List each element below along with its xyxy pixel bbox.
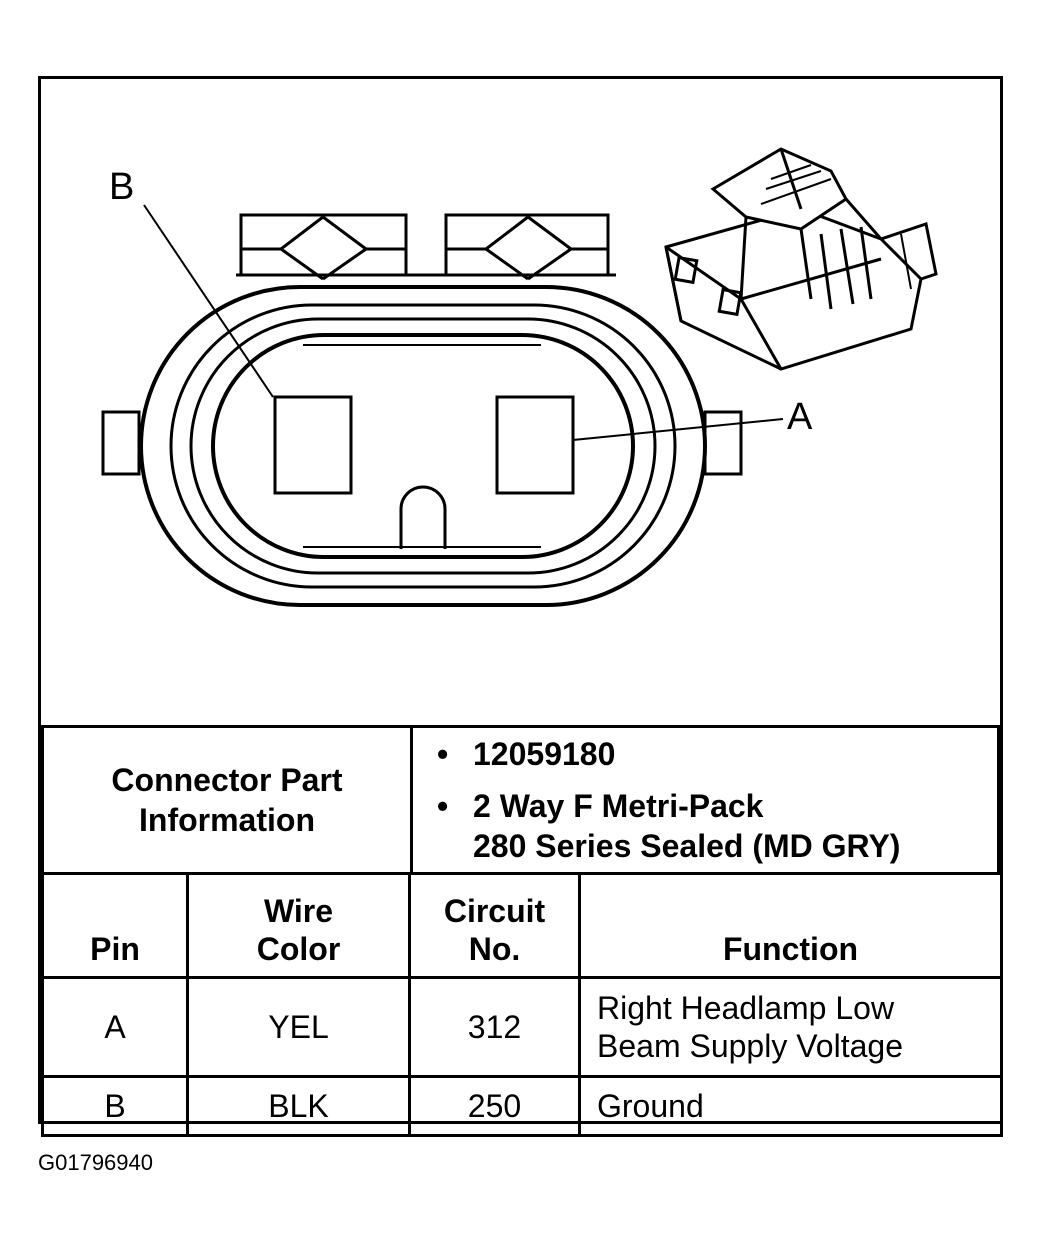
connector-info-label: Connector Part Information (41, 725, 413, 875)
cell-pin: B (41, 1075, 189, 1137)
latch-tab-right (444, 213, 610, 281)
header-wire-color: Wire Color (186, 872, 411, 979)
cell-pin: A (41, 976, 189, 1078)
cell-function: Ground (578, 1075, 1003, 1137)
part-number: 12059180 (437, 734, 997, 774)
pin-cavity-a (495, 395, 575, 495)
pin-table: Pin Wire Color Circuit No. Function A YE… (41, 872, 1003, 1137)
table-row: A YEL 312 Right Headlamp Low Beam Supply… (41, 976, 1003, 1078)
cell-circuit: 312 (408, 976, 581, 1078)
side-ear-left (101, 410, 141, 476)
center-key (399, 485, 447, 549)
cell-function: Right Headlamp Low Beam Supply Voltage (578, 976, 1003, 1078)
header-pin: Pin (41, 872, 189, 979)
header-circuit: Circuit No. (408, 872, 581, 979)
cell-wire-color: BLK (186, 1075, 411, 1137)
side-ear-right (703, 410, 743, 476)
pin-cavity-b (273, 395, 353, 495)
latch-tab-left (239, 213, 408, 281)
leader-line-a (572, 418, 784, 441)
figure-id: G01796940 (38, 1150, 153, 1175)
figure-frame: B A Connector Part Information 12059180 … (38, 76, 1003, 1137)
connector-inner-ring (211, 333, 635, 559)
cell-circuit: 250 (408, 1075, 581, 1137)
label-pin-b: B (109, 166, 134, 208)
pin-table-header: Pin Wire Color Circuit No. Function (41, 872, 1003, 979)
leader-line-b (143, 204, 274, 398)
connector-info-details: 12059180 2 Way F Metri-Pack 280 Series S… (410, 725, 1000, 875)
table-row: B BLK 250 Ground (41, 1075, 1003, 1137)
connector-iso-illustration (664, 147, 938, 371)
connector-diagram: B A (41, 79, 1000, 725)
cell-wire-color: YEL (186, 976, 411, 1078)
label-pin-a: A (787, 396, 813, 438)
connector-ring-2 (169, 303, 677, 589)
part-description: 2 Way F Metri-Pack 280 Series Sealed (MD… (437, 786, 997, 866)
connector-outer-ring (139, 285, 707, 607)
connector-ring-3 (189, 317, 657, 575)
header-function: Function (578, 872, 1003, 979)
connector-info-table: Connector Part Information 12059180 2 Wa… (41, 725, 1000, 875)
